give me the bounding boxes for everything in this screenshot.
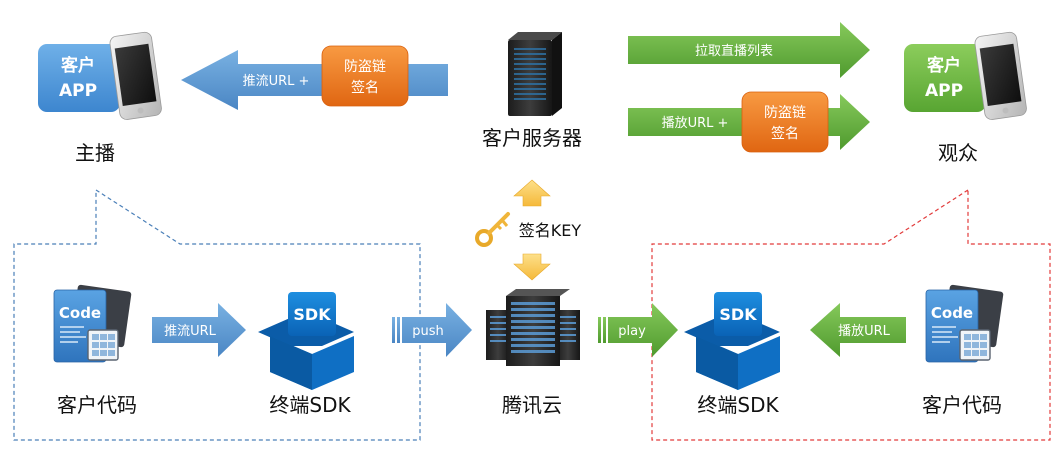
- pull-list-arrow: 拉取直播列表: [628, 22, 870, 78]
- server-icon: [508, 32, 562, 116]
- push-text: push: [412, 324, 444, 339]
- play-text: play: [618, 324, 646, 339]
- anchor-phone-icon: [109, 31, 162, 120]
- push-arrow: push: [392, 303, 472, 357]
- anchor-label: 主播: [75, 141, 115, 165]
- anchor-app-line1: 客户: [60, 55, 95, 76]
- left-code-icon-text: Code: [59, 304, 101, 322]
- pull-list-text: 拉取直播列表: [695, 44, 773, 59]
- cloud-label: 腾讯云: [502, 393, 562, 417]
- viewer-label: 观众: [938, 141, 978, 165]
- viewer-app-icon: 客户 APP: [904, 44, 986, 112]
- sign-badge-line2: 签名: [351, 79, 379, 96]
- left-sdk-icon-text: SDK: [293, 305, 331, 324]
- sign-badge-line1: 防盗链: [344, 59, 386, 75]
- play-arrow: play: [598, 303, 678, 357]
- play-url-bottom-text: 播放URL: [838, 324, 891, 339]
- left-sdk-label: 终端SDK: [269, 393, 351, 417]
- left-code-icon: Code: [53, 284, 132, 363]
- sign-badge-top-right: 防盗链 签名: [741, 91, 829, 153]
- sign-badge-top-left: 防盗链 签名: [321, 45, 409, 107]
- server-label: 客户服务器: [482, 126, 582, 150]
- right-sdk-label: 终端SDK: [697, 393, 779, 417]
- key-icon: [475, 212, 510, 247]
- right-code-label: 客户代码: [922, 393, 1002, 417]
- push-url-top-text: 推流URL +: [243, 74, 310, 89]
- right-group-outline: [651, 189, 1051, 441]
- viewer-app-line2: APP: [925, 81, 963, 101]
- right-code-icon: Code: [925, 284, 1004, 363]
- key-up-arrow: [513, 179, 551, 207]
- right-sdk-icon-text: SDK: [719, 305, 757, 324]
- key-down-arrow: [513, 253, 551, 281]
- play-url-bottom-arrow: 播放URL: [810, 303, 906, 357]
- left-sdk-icon: SDK: [258, 292, 354, 390]
- key-label: 签名KEY: [519, 221, 582, 240]
- viewer-app-line1: 客户: [926, 55, 961, 76]
- anchor-app-line2: APP: [59, 81, 97, 101]
- play-url-top-text: 播放URL +: [662, 116, 729, 131]
- push-url-bottom-text: 推流URL: [164, 324, 217, 339]
- sign-badge-line2-right: 签名: [771, 125, 799, 142]
- push-url-bottom-arrow: 推流URL: [152, 303, 246, 357]
- cloud-server-cluster-icon: [486, 289, 580, 366]
- right-sdk-icon: SDK: [684, 292, 780, 390]
- right-code-icon-text: Code: [931, 304, 973, 322]
- sign-badge-line1-right: 防盗链: [764, 105, 806, 121]
- left-code-label: 客户代码: [57, 393, 137, 417]
- anchor-app-icon: 客户 APP: [38, 44, 120, 112]
- left-group-outline: [13, 189, 421, 441]
- viewer-phone-icon: [974, 31, 1027, 120]
